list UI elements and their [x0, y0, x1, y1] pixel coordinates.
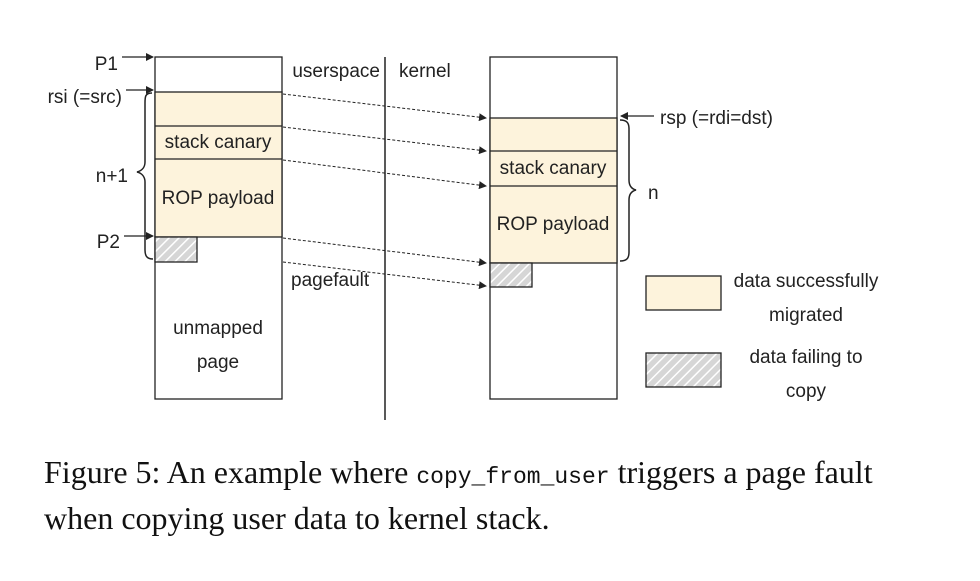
- rsp-label: rsp (=rdi=dst): [660, 108, 773, 129]
- p2-label: P2: [97, 232, 120, 253]
- legend-migrated-swatch: [645, 275, 722, 311]
- copy-arrow-3: [282, 159, 487, 190]
- unmapped-label: unmapped: [173, 318, 263, 339]
- user-rop-payload-label: ROP payload: [162, 188, 275, 209]
- kernel-failing-block: [489, 262, 533, 288]
- legend-failing-label: data failing to: [749, 347, 862, 368]
- rsi-label: rsi (=src): [48, 87, 122, 108]
- legend-migrated-label-2: migrated: [769, 305, 843, 326]
- legend-migrated-label: data successfully: [734, 271, 879, 292]
- copy-arrow-5: [282, 261, 487, 290]
- caption-suffix: triggers a page fault when copying user …: [44, 454, 873, 536]
- legend: data successfully migrated data failing …: [645, 271, 879, 402]
- legend-failing-label-2: copy: [786, 381, 827, 402]
- n-plus-1-label: n+1: [96, 166, 128, 187]
- caption-code: copy_from_user: [416, 464, 610, 490]
- user-stack: stack canary ROP payload unmapped page: [154, 56, 283, 400]
- unmapped-page-label: page: [197, 352, 239, 373]
- n-plus-1-brace: [136, 92, 154, 260]
- copy-arrows: [282, 93, 487, 290]
- user-stack-canary-label: stack canary: [165, 132, 272, 153]
- kernel-migrated-block: [489, 117, 618, 264]
- kernel-stack: stack canary ROP payload: [489, 56, 618, 400]
- figure-caption: Figure 5: An example where copy_from_use…: [44, 452, 944, 539]
- kernel-rop-payload-label: ROP payload: [497, 214, 610, 235]
- userspace-label: userspace: [292, 61, 380, 82]
- n-brace: [619, 119, 637, 262]
- copy-diagram: stack canary ROP payload unmapped page u…: [48, 53, 879, 420]
- kernel-stack-canary-label: stack canary: [500, 158, 607, 179]
- n-label: n: [648, 183, 659, 204]
- p1-label: P1: [95, 54, 118, 75]
- copy-arrow-1: [282, 93, 487, 122]
- user-failing-block: [154, 236, 198, 263]
- copy-arrow-4: [282, 237, 487, 267]
- caption-prefix: Figure 5: An example where: [44, 454, 417, 490]
- user-migrated-block: [154, 91, 283, 238]
- pagefault-label: pagefault: [291, 270, 370, 291]
- copy-arrow-2: [282, 126, 487, 155]
- kernel-label: kernel: [399, 61, 451, 82]
- legend-failing-swatch: [645, 352, 722, 388]
